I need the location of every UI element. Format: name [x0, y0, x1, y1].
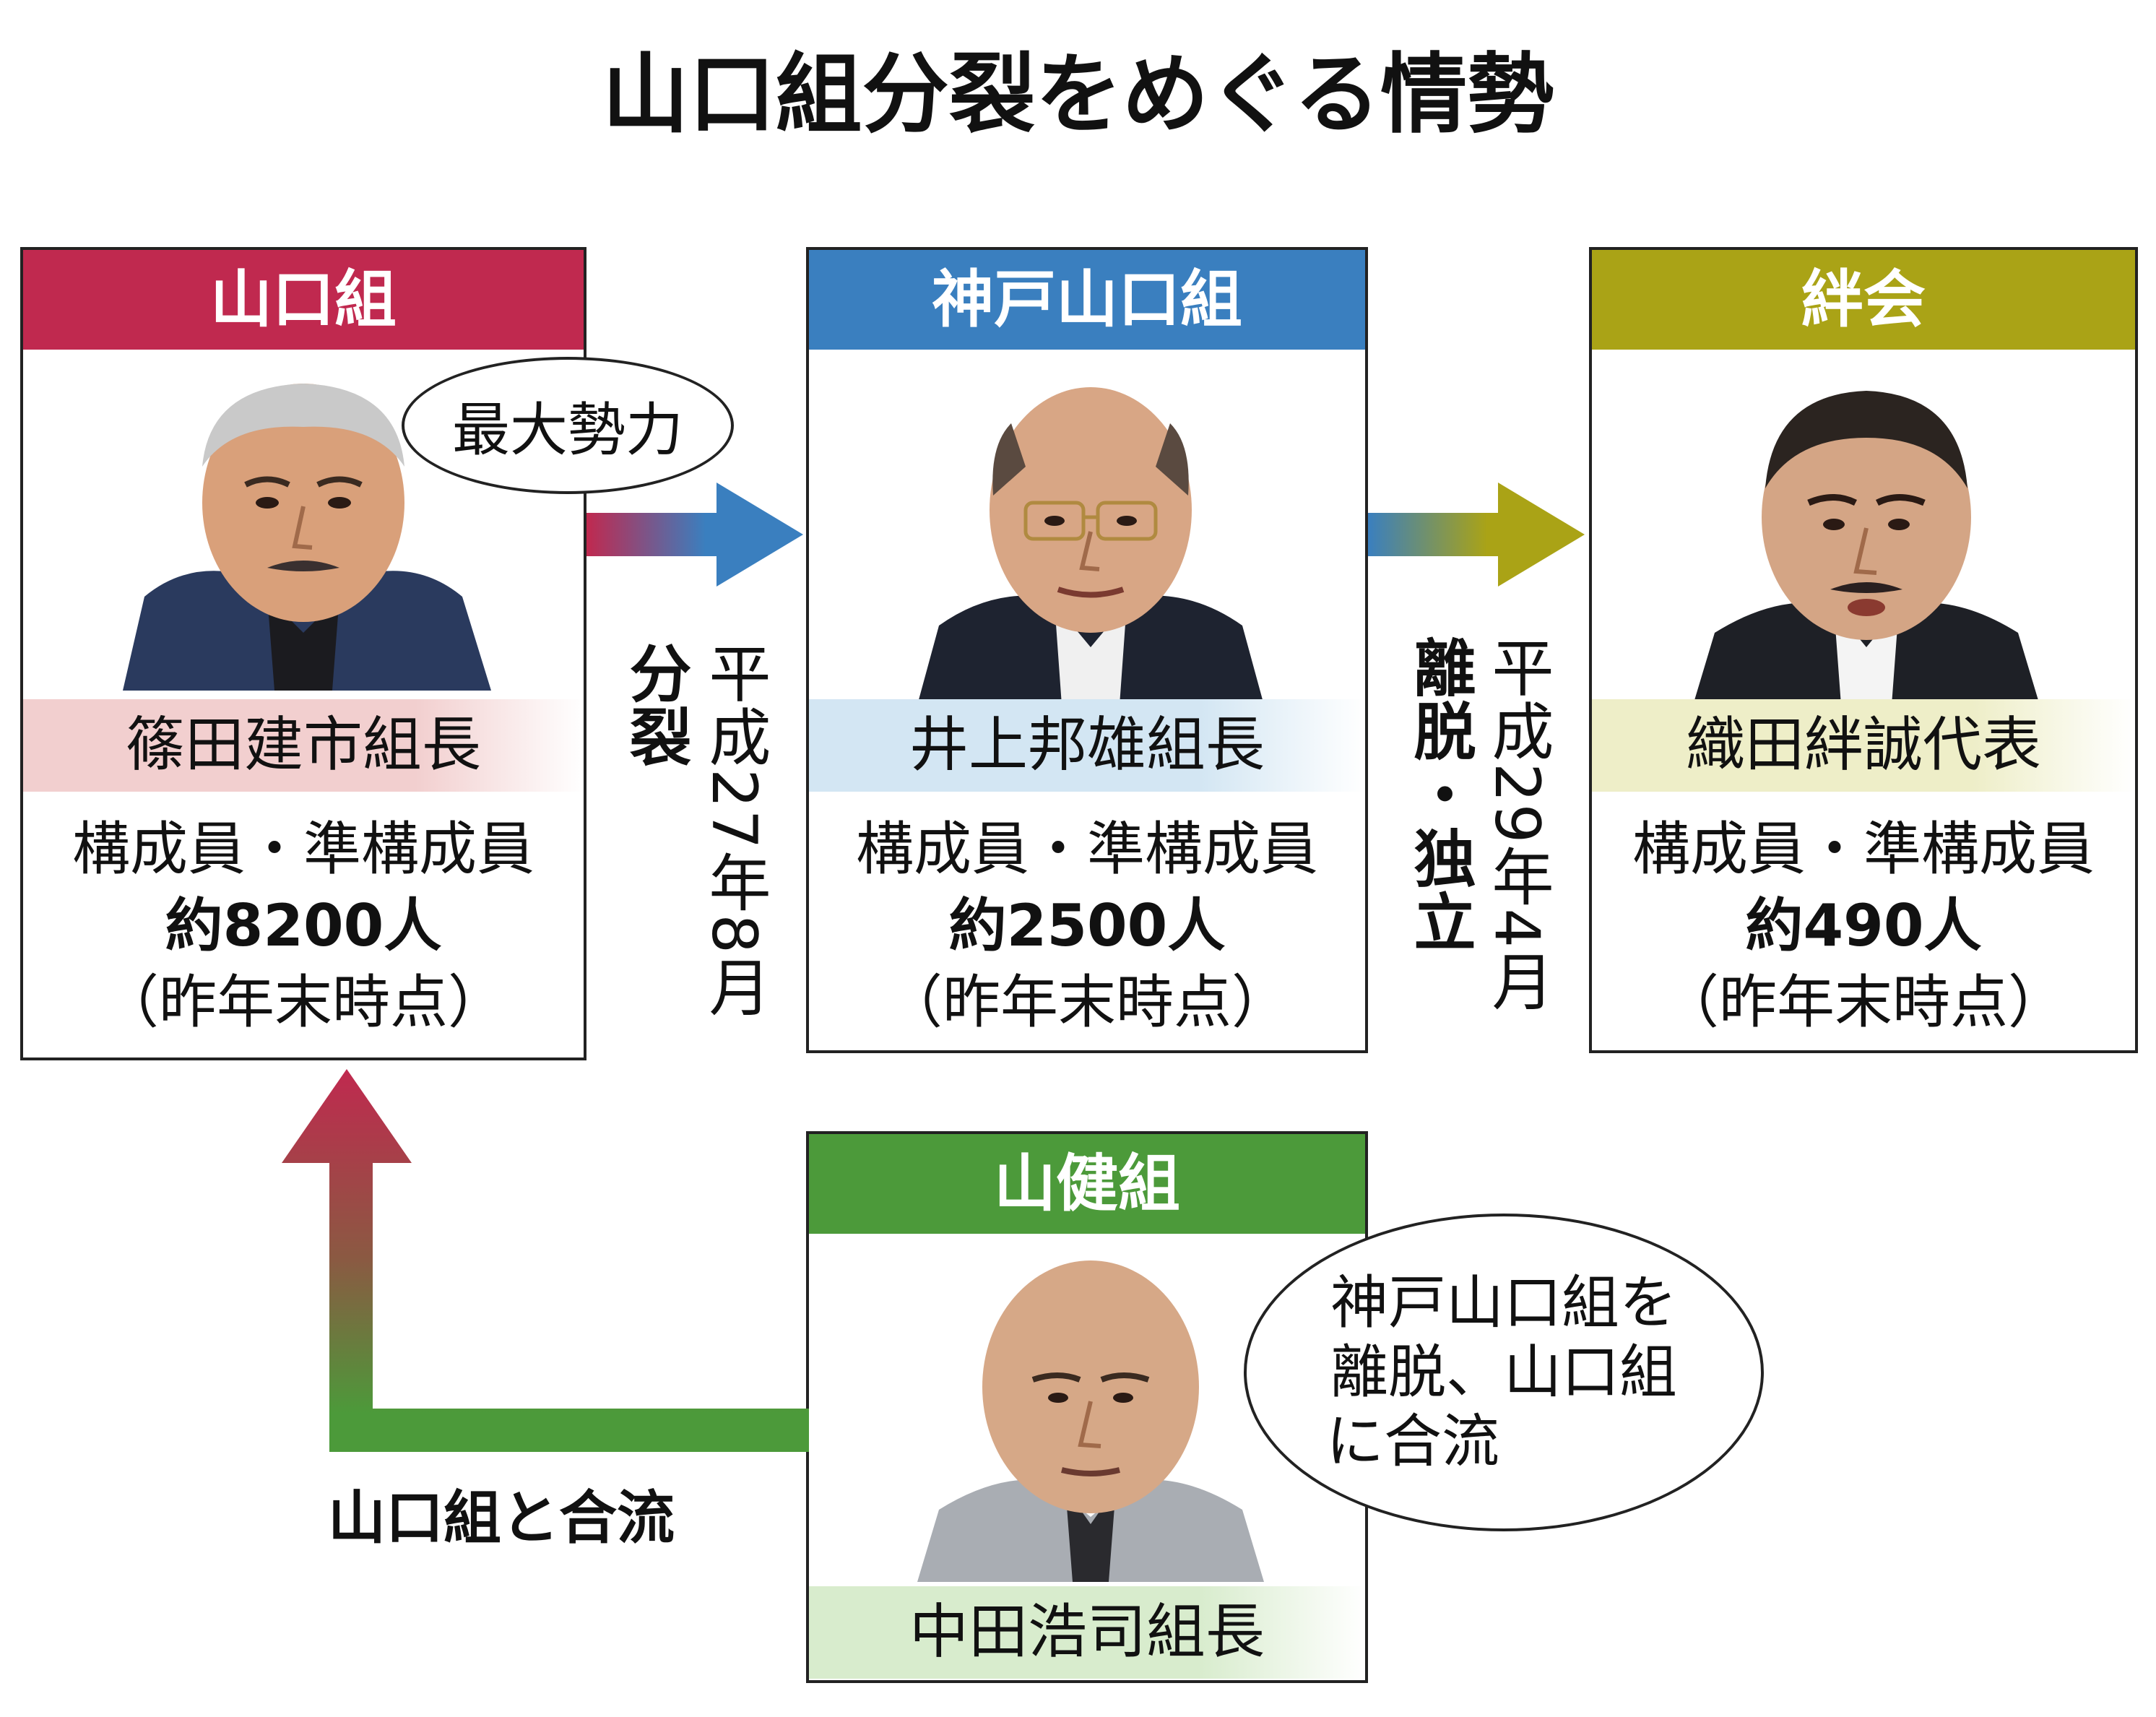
kobe-leader-photo	[903, 358, 1278, 705]
secede-date-label: 平成29年4月	[1481, 636, 1553, 1013]
merge-arrow	[282, 1069, 809, 1452]
split-action-label: 分裂	[618, 641, 690, 769]
merge-label: 山口組と合流	[328, 1484, 675, 1552]
split-date-label: 平成27年8月	[698, 641, 770, 1019]
kobe-members-count: 約2500人	[948, 892, 1226, 959]
kobe-as-of: （昨年末時点）	[885, 969, 1289, 1036]
yamaken-leader-name: 中田浩司組長	[809, 1586, 1365, 1679]
kizuna-as-of: （昨年末時点）	[1661, 969, 2066, 1036]
yamaguchi-bubble-text: 最大勢力	[452, 397, 683, 464]
split-arrow	[586, 483, 803, 587]
yamaguchi-box: 山口組 最大勢力 篠田建市組長 構成員・準構成員 約8200人 （昨年末時点）	[20, 247, 734, 1060]
yamaguchi-members-count: 約8200人	[165, 892, 442, 959]
secede-arrow	[1368, 483, 1585, 587]
page-title: 山口組分裂をめぐる情勢	[602, 45, 1554, 145]
yamaguchi-as-of: （昨年末時点）	[101, 969, 506, 1036]
kizuna-leader-photo	[1679, 358, 2054, 705]
kizuna-members-count: 約490人	[1745, 892, 1982, 959]
yamaken-bubble: 神戸山口組を 離脱、山口組 に合流	[1244, 1214, 1764, 1531]
yamaken-header: 山健組	[809, 1134, 1365, 1234]
secede-action-label: 離脱・独立	[1403, 636, 1475, 953]
kobe-members-label: 構成員・準構成員	[856, 816, 1318, 883]
yamaguchi-bubble: 最大勢力	[402, 357, 734, 494]
kizuna-members-label: 構成員・準構成員	[1632, 816, 2095, 883]
kizuna-header: 絆会	[1592, 250, 2135, 350]
yamaken-bubble-line-1: 神戸山口組を	[1330, 1269, 1677, 1336]
yamaguchi-header: 山口組	[23, 250, 584, 350]
yamaguchi-members-label: 構成員・準構成員	[72, 816, 534, 883]
yamaguchi-leader-name: 篠田建市組長	[23, 699, 584, 792]
kobe-box: 神戸山口組 井上邦雄組長 構成員・準構成員 約2500人 （昨年末時点）	[806, 247, 1368, 1053]
kobe-header: 神戸山口組	[809, 250, 1365, 350]
kizuna-leader-name: 織田絆誠代表	[1592, 699, 2135, 792]
kizuna-box: 絆会 織田絆誠代表 構成員・準構成員 約490人 （昨年末時点）	[1589, 247, 2138, 1053]
kobe-leader-name: 井上邦雄組長	[809, 699, 1365, 792]
yamaken-leader-photo	[903, 1242, 1278, 1582]
yamaken-bubble-line-2: 離脱、山口組	[1330, 1338, 1677, 1406]
yamaken-bubble-line-3: に合流	[1326, 1408, 1499, 1475]
